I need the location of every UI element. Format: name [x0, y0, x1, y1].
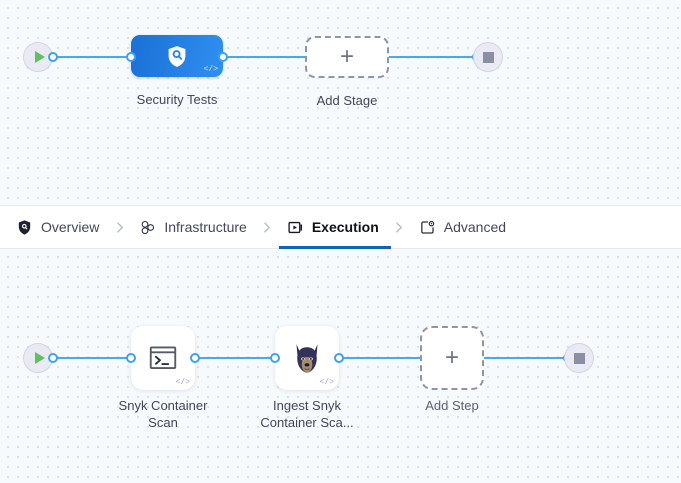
tab-separator-1: [99, 221, 139, 234]
stage-label-security-tests: Security Tests: [136, 92, 218, 107]
gear-box-icon: [420, 220, 435, 234]
code-badge-icon: </>: [175, 378, 190, 387]
pipeline-tab-bar[interactable]: Overview Infrastructure: [0, 205, 681, 249]
stop-icon: [573, 352, 585, 364]
security-tests-input-port[interactable]: [126, 52, 136, 62]
connector-add-stage-to-end: [389, 56, 477, 58]
cluster-nodes-icon: [142, 220, 155, 234]
start-output-port[interactable]: [48, 52, 58, 62]
connector-add-step-to-end: [484, 357, 564, 359]
steps-end-node[interactable]: [564, 343, 594, 373]
step-label-line-2: Container Sca...: [260, 415, 354, 430]
shield-icon: [18, 219, 31, 235]
ingest-output-port[interactable]: [334, 353, 344, 363]
snyk-dog-icon: [296, 343, 318, 373]
add-step-box[interactable]: +: [420, 326, 484, 390]
plus-icon: +: [444, 344, 459, 371]
step-label-snyk-container-scan: Snyk Container Scan: [93, 397, 233, 431]
connector-start-to-snyk-scan: [50, 357, 136, 359]
tab-overview-label: Overview: [41, 219, 100, 235]
chevron-right-icon: [396, 221, 403, 233]
tab-execution-label: Execution: [311, 219, 379, 235]
connector-security-tests-to-add-stage: [222, 56, 306, 58]
tab-separator-3: [379, 221, 419, 234]
stages-end-node[interactable]: [473, 42, 503, 72]
step-label-ingest-snyk-container-scan: Ingest Snyk Container Sca...: [237, 397, 377, 431]
security-tests-output-port[interactable]: [218, 52, 228, 62]
stages-canvas[interactable]: </> Security Tests + Add Stage: [0, 0, 681, 205]
end-circle: [473, 42, 503, 72]
steps-start-output-port[interactable]: [48, 353, 58, 363]
tab-infrastructure[interactable]: Infrastructure: [139, 205, 247, 249]
stage-node-security-tests[interactable]: </> Security Tests: [131, 35, 223, 107]
add-step-node[interactable]: + Add Step: [420, 326, 484, 413]
end-circle: [564, 343, 594, 373]
code-badge-icon: </>: [319, 378, 334, 387]
play-icon: [34, 51, 45, 63]
add-stage-label: Add Stage: [316, 93, 378, 108]
connector-start-to-security-tests: [50, 56, 135, 58]
snyk-scan-output-port[interactable]: [190, 353, 200, 363]
step-card[interactable]: </>: [131, 326, 195, 390]
connector-snyk-scan-to-ingest: [194, 357, 280, 359]
add-stage-box[interactable]: +: [305, 36, 389, 78]
execution-steps-canvas[interactable]: </> Snyk Container Scan: [0, 249, 681, 483]
ingest-input-port[interactable]: [270, 353, 280, 363]
step-node-snyk-container-scan[interactable]: </> Snyk Container Scan: [119, 326, 207, 430]
tab-infrastructure-label: Infrastructure: [164, 219, 247, 235]
stage-card[interactable]: </>: [131, 35, 223, 77]
step-label-line-1: Snyk Container: [118, 398, 208, 413]
tab-overview[interactable]: Overview: [16, 205, 99, 249]
plus-icon: +: [339, 43, 354, 70]
connector-ingest-to-add-step: [338, 357, 468, 359]
tab-advanced[interactable]: Advanced: [419, 205, 506, 249]
add-stage-node[interactable]: + Add Stage: [305, 36, 389, 108]
tab-advanced-label: Advanced: [443, 219, 507, 235]
code-badge-icon: </>: [203, 65, 218, 74]
play-box-icon: [288, 221, 302, 233]
step-label-line-1: Ingest Snyk: [273, 398, 341, 413]
shield-search-icon: [168, 45, 186, 67]
terminal-icon: [149, 346, 177, 369]
snyk-scan-input-port[interactable]: [126, 353, 136, 363]
step-node-ingest-snyk-container-scan[interactable]: </> Ingest Snyk Container Sca...: [260, 326, 354, 430]
tab-execution[interactable]: Execution: [278, 205, 391, 249]
chevron-right-icon: [264, 221, 271, 233]
step-card[interactable]: </>: [275, 326, 339, 390]
step-label-line-2: Scan: [148, 415, 178, 430]
tab-separator-2: [247, 221, 287, 234]
play-icon: [34, 352, 45, 364]
add-step-label: Add Step: [425, 398, 479, 413]
chevron-right-icon: [117, 221, 123, 233]
stop-icon: [482, 51, 494, 63]
